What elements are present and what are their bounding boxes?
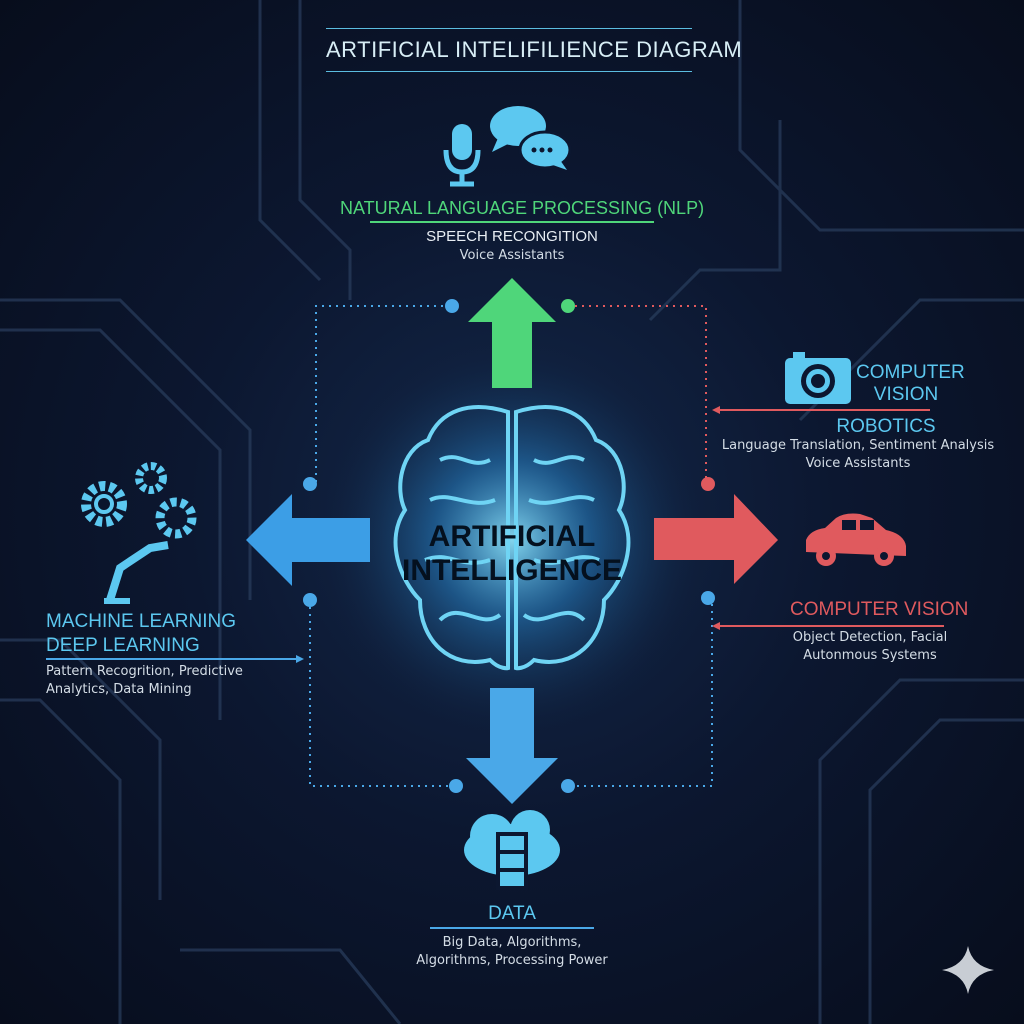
ml-line1: Pattern Recogrition, Predictive xyxy=(46,664,243,679)
center-line1: ARTIFICIAL xyxy=(428,520,596,553)
page-title: ARTIFICIAL INTELIFILIENCE DIAGRAM xyxy=(326,28,742,72)
robotics-heading: ROBOTICS xyxy=(836,416,936,437)
brain-icon xyxy=(393,405,631,671)
nlp-heading: NATURAL LANGUAGE PROCESSING (NLP) xyxy=(340,198,705,218)
ml-heading-line2: DEEP LEARNING xyxy=(46,635,200,656)
pointer-lines xyxy=(46,221,944,929)
arrow-down-blue xyxy=(466,688,558,804)
vision-bottom-line1: Object Detection, Facial xyxy=(792,630,948,645)
sparkle-icon xyxy=(942,946,994,994)
arrow-right-red xyxy=(654,494,778,584)
ml-heading: MACHINE LEARNING DEEP LEARNING xyxy=(46,610,236,658)
vision-top-heading-line1: COMPUTER xyxy=(856,362,965,383)
vision-top-line2: Voice Assistants xyxy=(805,456,911,471)
vision-bottom-line2: Autonmous Systems xyxy=(803,648,937,663)
ml-line2: Analytics, Data Mining xyxy=(46,682,192,697)
arrow-left-blue xyxy=(246,494,370,586)
dotted-frame xyxy=(309,305,713,787)
ml-heading-line1: MACHINE LEARNING xyxy=(46,611,237,632)
data-heading: DATA xyxy=(488,903,536,924)
chat-bubbles-icon xyxy=(490,106,572,170)
arrow-up-green xyxy=(468,278,556,388)
vision-bottom-heading: COMPUTER VISION xyxy=(790,599,969,620)
cloud-server-icon xyxy=(464,810,560,890)
car-icon xyxy=(806,513,906,566)
brain-glow xyxy=(312,340,712,740)
microphone-icon xyxy=(443,124,481,187)
camera-icon xyxy=(785,352,851,404)
vision-top-line1: Language Translation, Sentiment Analysis xyxy=(721,438,995,453)
nlp-sub2: Voice Assistants xyxy=(459,248,565,263)
connector-dots xyxy=(303,299,715,793)
center-line2: INTELLIGENCE xyxy=(401,554,622,587)
vision-top-heading-line2: VISION xyxy=(873,384,939,405)
gears-robot-arm-icon xyxy=(81,462,197,604)
nlp-sub1: SPEECH RECONGITION xyxy=(426,228,598,245)
data-line2: Algorithms, Processing Power xyxy=(416,953,608,968)
data-line1: Big Data, Algorithms, xyxy=(442,935,582,950)
